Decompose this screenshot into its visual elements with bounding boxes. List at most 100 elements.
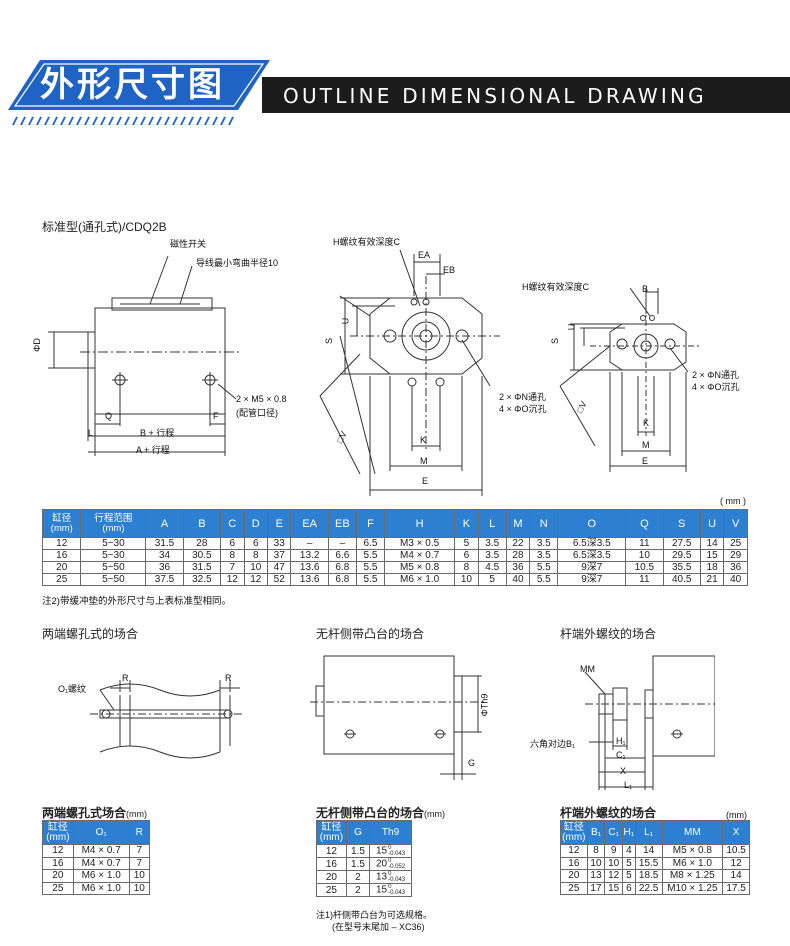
male-thread-cell: 5 [622, 869, 636, 883]
main-table-cell: 27.5 [662, 537, 701, 550]
both-ends-col-2: R [128, 820, 151, 845]
main-table-col-17: S [662, 509, 701, 538]
main-table-cell: 40.5 [662, 573, 701, 586]
main-table-cell: 6 [243, 537, 269, 550]
main-table-cell: 6.6 [327, 549, 357, 562]
main-table-col-11: K [454, 509, 479, 538]
both-ends-cell: M6 × 1.0 [72, 881, 130, 895]
male-thread-cell: 14 [634, 844, 663, 858]
boss-cell: 12 [316, 844, 347, 858]
header-title-cn: 外形尺寸图 [40, 65, 225, 105]
both-ends-cell: 7 [128, 856, 151, 870]
main-table-cell: 12 [220, 573, 245, 586]
male-thread-cell: 10 [604, 856, 623, 870]
header-stripes [8, 112, 268, 125]
boss-g: G [468, 758, 476, 768]
main-table-col-10: H [384, 509, 456, 538]
main-table-cell: 35.5 [662, 561, 701, 574]
male-table-unit: (mm) [726, 810, 747, 820]
main-table-cell: 31.5 [182, 561, 222, 574]
main-table-cell: 30.5 [182, 549, 222, 562]
main-table-cell: 22 [505, 537, 531, 550]
both-ends-cell: M6 × 1.0 [72, 869, 130, 883]
main-table-cell: M5 × 0.8 [384, 561, 456, 574]
tolerance: 0-0.043 [388, 845, 406, 857]
d2-eb: EB [443, 265, 456, 275]
male-thread-cell: 10.5 [722, 844, 750, 858]
main-table-cell: 5~50 [80, 561, 147, 574]
boss-cell: 20 [316, 870, 347, 884]
port-label-1: 2 × M5 × 0.8 [236, 394, 287, 404]
header-title-en: OUTLINE DIMENSIONAL DRAWING [283, 84, 707, 108]
male-thread-cell: 4 [622, 844, 636, 858]
main-table-cell: 6.8 [327, 573, 357, 586]
main-table-cell: 6.5 [355, 537, 386, 550]
boss-table-unit: (mm) [424, 809, 446, 819]
male-thread-cell: 10 [586, 856, 606, 870]
d3-hole-2: 4 × ΦO沉孔 [692, 382, 740, 392]
variant-both-ends-title: 两端螺孔式的场合 [42, 627, 139, 641]
main-table-cell: 13.6 [290, 573, 329, 586]
male-thread-cell: 5 [622, 856, 636, 870]
boss-cell: 1.5 [345, 857, 371, 871]
main-table-cell: 28 [182, 537, 222, 550]
male-l1: L₁ [624, 780, 633, 790]
male-thread-cell: 17.5 [722, 881, 750, 895]
main-table-col-8: EB [327, 509, 357, 538]
main-table-cell: 5.5 [355, 561, 386, 574]
d2-hole-1: 2 × ΦN通孔 [499, 392, 546, 402]
dim-l: L [88, 428, 94, 438]
male-thread-cell: 18.5 [634, 869, 663, 883]
boss-th9: ΦTh9 [479, 693, 490, 717]
main-table-cell: 5~30 [80, 537, 147, 550]
main-table-cell: 15 [699, 549, 725, 562]
main-table-cell: 6.8 [327, 561, 357, 574]
main-table-cell: 12 [243, 573, 269, 586]
main-table-cell: 37 [266, 549, 292, 562]
boss-table-title: 无杆侧带凸台的场合(mm) [316, 804, 445, 821]
main-table-cell: 25 [41, 573, 82, 586]
drawing-male-thread [555, 650, 715, 795]
dim-b-stroke: B + 行程 [140, 428, 175, 438]
main-table-cell: 5 [477, 573, 507, 586]
d3-k: K [643, 418, 650, 428]
boss-cell: 2 [345, 883, 371, 897]
male-thread-cell: M10 × 1.25 [661, 881, 724, 895]
male-thread-cell: 12 [560, 844, 588, 858]
d3-e: E [642, 456, 649, 466]
d2-ea: EA [418, 250, 431, 260]
main-table-cell: 9深7 [557, 561, 627, 574]
main-table-col-5: D [243, 509, 269, 538]
drawing-front-view [300, 236, 500, 496]
main-table-cell: 11 [625, 537, 664, 550]
both-ends-cell: M4 × 0.7 [72, 844, 130, 858]
main-table-cell: – [290, 537, 329, 550]
d3-u: U [566, 323, 577, 331]
boss-col-1: G [345, 820, 371, 845]
d3-h-thread: H螺纹有效深度C [522, 282, 589, 292]
header-title-tab [8, 60, 270, 110]
male-thread-col-4: L₁ [634, 820, 663, 845]
both-ends-cell: 16 [42, 856, 74, 870]
main-table-col-16: Q [625, 509, 664, 538]
male-thread-col-2: C₁ [604, 820, 623, 845]
port-label-2: (配管口径) [236, 408, 278, 418]
male-thread-cell: 8 [586, 844, 606, 858]
d3-s: S [550, 337, 561, 345]
main-table-cell: 10 [454, 573, 479, 586]
variant-boss-title: 无杆侧带凸台的场合 [316, 627, 425, 641]
both-ends-col-0: 缸径(mm) [42, 820, 74, 845]
male-thread-cell: 22.5 [634, 881, 663, 895]
